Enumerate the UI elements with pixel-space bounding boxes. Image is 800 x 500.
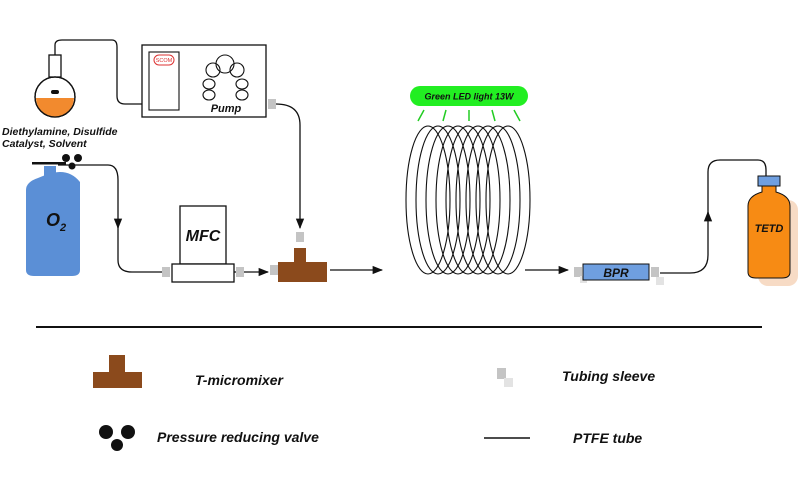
led-label: Green LED light 13W (424, 92, 515, 102)
oxygen-cylinder (26, 166, 80, 276)
pump-rollers-icon (202, 54, 249, 101)
legend-tubing-sleeve-label: Tubing sleeve (562, 368, 655, 384)
photoreactor-coil (405, 125, 531, 275)
tube-bpr-to-bottle (660, 210, 713, 274)
mass-flow-controller (171, 205, 235, 283)
back-pressure-regulator (582, 263, 650, 281)
light-rays-icon (417, 109, 521, 122)
syringe-pump (141, 44, 267, 118)
bpr-label: BPR (603, 266, 629, 280)
green-led (410, 86, 528, 106)
flask-label-line1: Diethylamine, Disulfide (2, 126, 118, 138)
legend-pressure-reducing-valve-label: Pressure reducing valve (157, 429, 319, 445)
product-bottle (747, 175, 798, 286)
flask-liquid (36, 98, 74, 117)
o2-label: O2 (46, 210, 66, 234)
tubing-sleeves (162, 99, 664, 285)
flask-label-line2: Catalyst, Solvent (2, 138, 87, 150)
legend-tubing-sleeve-icon (497, 368, 513, 387)
tube-o2-to-mfc (58, 164, 123, 230)
legend-t-micromixer-label: T-micromixer (195, 372, 284, 388)
stir-bar-icon (51, 90, 59, 94)
tube-o2-lower (117, 226, 168, 273)
legend-pressure-reducing-valve-icon (99, 425, 135, 451)
legend-t-micromixer-icon (93, 355, 142, 388)
mfc-label: MFC (186, 228, 221, 245)
reagent-flask (34, 54, 76, 118)
legend: T-micromixer Tubing sleeve Pressure redu… (93, 355, 655, 451)
pump-display: SCOM (156, 58, 173, 64)
product-label: TETD (755, 223, 784, 235)
ptfe-tubing (54, 39, 767, 277)
legend-ptfe-tube-label: PTFE tube (573, 430, 642, 446)
tube-flask-to-pump (54, 39, 142, 105)
t-micromixer-icon (278, 248, 327, 282)
pump-label: Pump (211, 103, 242, 115)
tube-bottle-inlet (707, 159, 767, 214)
pressure-reducing-valve-icon (32, 154, 82, 170)
tube-pump-to-mixer (275, 103, 305, 230)
